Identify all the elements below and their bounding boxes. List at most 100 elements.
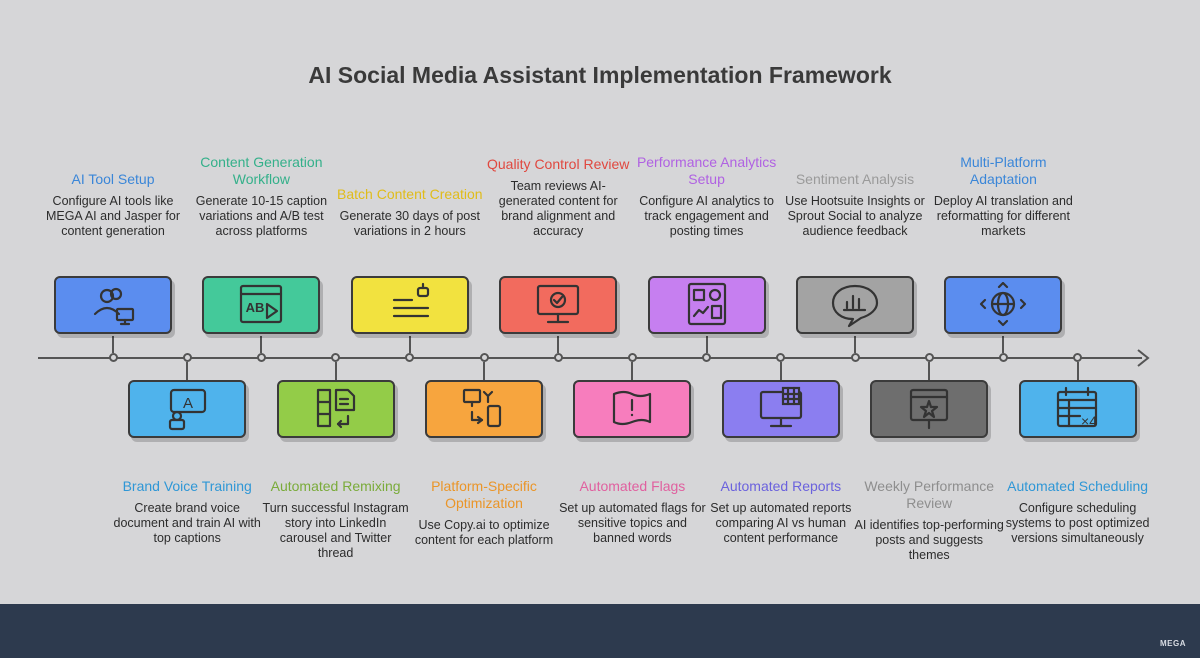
step-title: Multi-Platform Adaptation — [960, 154, 1047, 187]
svg-text:×4: ×4 — [1081, 413, 1097, 429]
footer-bar: MEGA — [0, 604, 1200, 658]
connector-line — [408, 336, 411, 353]
step-description: Configure AI tools like MEGA AI and Jasp… — [45, 194, 181, 238]
timeline-node — [479, 353, 489, 362]
timeline-node — [108, 353, 118, 362]
step-icon-box — [350, 276, 469, 334]
timeline-line — [38, 357, 1142, 359]
timeline-node — [702, 353, 712, 362]
timeline-node — [405, 353, 415, 362]
step-title: Performance Analytics Setup — [636, 154, 777, 187]
timeline-arrow-icon — [1137, 349, 1150, 367]
devices-sync-icon — [462, 388, 502, 428]
step-icon-box: ×4 — [1018, 380, 1137, 438]
step-icon-box — [870, 380, 989, 438]
timeline-node — [776, 353, 786, 362]
remix-columns-icon — [316, 388, 355, 429]
connector-line — [631, 362, 634, 380]
step-icon-box — [573, 380, 692, 438]
step-description: Turn successful Instagram story into Lin… — [262, 501, 409, 560]
step-title: Automated Scheduling — [1007, 478, 1149, 494]
svg-text:A: A — [183, 395, 193, 412]
step-text: Weekly Performance Review AI identifies t… — [854, 478, 1004, 563]
step-title: Automated Remixing — [270, 478, 401, 494]
step-description: Configure AI analytics to track engageme… — [639, 194, 774, 238]
robot-speech-icon: A — [169, 388, 207, 431]
step-description: AI identifies top-performing posts and s… — [854, 518, 1004, 562]
globe-arrows-icon — [980, 282, 1027, 327]
step-title: Content Generation Workflow — [200, 154, 323, 187]
step-icon-box — [647, 276, 766, 334]
step-icon-box — [796, 276, 914, 334]
connector-line — [112, 336, 114, 353]
step-description: Set up automated reports comparing AI vs… — [710, 501, 852, 545]
step-description: Create brand voice document and train AI… — [113, 501, 261, 545]
step-description: Configure scheduling systems to post opt… — [1005, 501, 1150, 545]
connector-line — [483, 362, 485, 380]
step-icon-box: A — [128, 380, 247, 438]
connector-line — [186, 362, 189, 380]
browser-ab-icon: AB — [240, 284, 283, 324]
step-description: Set up automated flags for sensitive top… — [559, 501, 706, 545]
connector-line — [1002, 336, 1005, 353]
timeline-node — [924, 353, 934, 362]
step-description: Generate 30 days of post variations in 2… — [339, 209, 480, 238]
step-title: AI Tool Setup — [71, 171, 155, 187]
connector-line — [779, 362, 782, 380]
timeline-node — [1073, 353, 1083, 362]
connector-line — [334, 362, 337, 380]
browser-star-icon — [910, 388, 949, 430]
timeline-node — [256, 353, 266, 362]
connector-line — [854, 336, 856, 353]
timeline-node — [331, 353, 341, 362]
timeline-node — [998, 353, 1008, 362]
page-title: AI Social Media Assistant Implementation… — [308, 62, 892, 88]
step-title: Weekly Performance Review — [864, 478, 995, 511]
timeline-node — [553, 353, 563, 362]
connector-line — [1076, 362, 1079, 380]
step-description: Deploy AI translation and reformatting f… — [933, 194, 1073, 238]
flag-alert-icon — [613, 390, 652, 426]
footer-logo: MEGA — [1160, 639, 1186, 648]
step-icon-box — [425, 380, 543, 438]
connector-line — [557, 336, 560, 353]
step-description: Generate 10-15 caption variations and A/… — [195, 194, 328, 238]
step-description: Use Copy.ai to optimize content for each… — [414, 518, 554, 547]
step-title: Batch Content Creation — [337, 186, 483, 202]
step-title: Platform-Specific Optimization — [431, 478, 537, 511]
step-description: Use Hootsuite Insights or Sprout Social … — [785, 194, 925, 238]
step-title: Quality Control Review — [486, 156, 630, 172]
connector-line — [260, 336, 263, 353]
calendar-x4-icon: ×4 — [1056, 386, 1097, 429]
step-icon-box — [499, 276, 618, 334]
chat-chart-icon — [831, 284, 879, 328]
step-icon-box — [276, 380, 395, 438]
step-icon-box — [944, 276, 1063, 334]
bot-document-icon — [392, 282, 429, 318]
monitor-report-icon — [759, 386, 802, 428]
step-title: Sentiment Analysis — [795, 171, 915, 187]
step-icon-box — [54, 276, 172, 334]
user-monitor-icon — [93, 287, 135, 326]
step-description: Team reviews AI-generated content for br… — [498, 179, 618, 238]
step-title: Automated Reports — [720, 478, 842, 494]
step-title: Brand Voice Training — [122, 478, 252, 494]
timeline-node — [850, 353, 860, 362]
svg-text:AB: AB — [246, 300, 265, 315]
step-icon-box: AB — [202, 276, 321, 334]
connector-line — [705, 336, 708, 353]
timeline-node — [627, 353, 637, 362]
